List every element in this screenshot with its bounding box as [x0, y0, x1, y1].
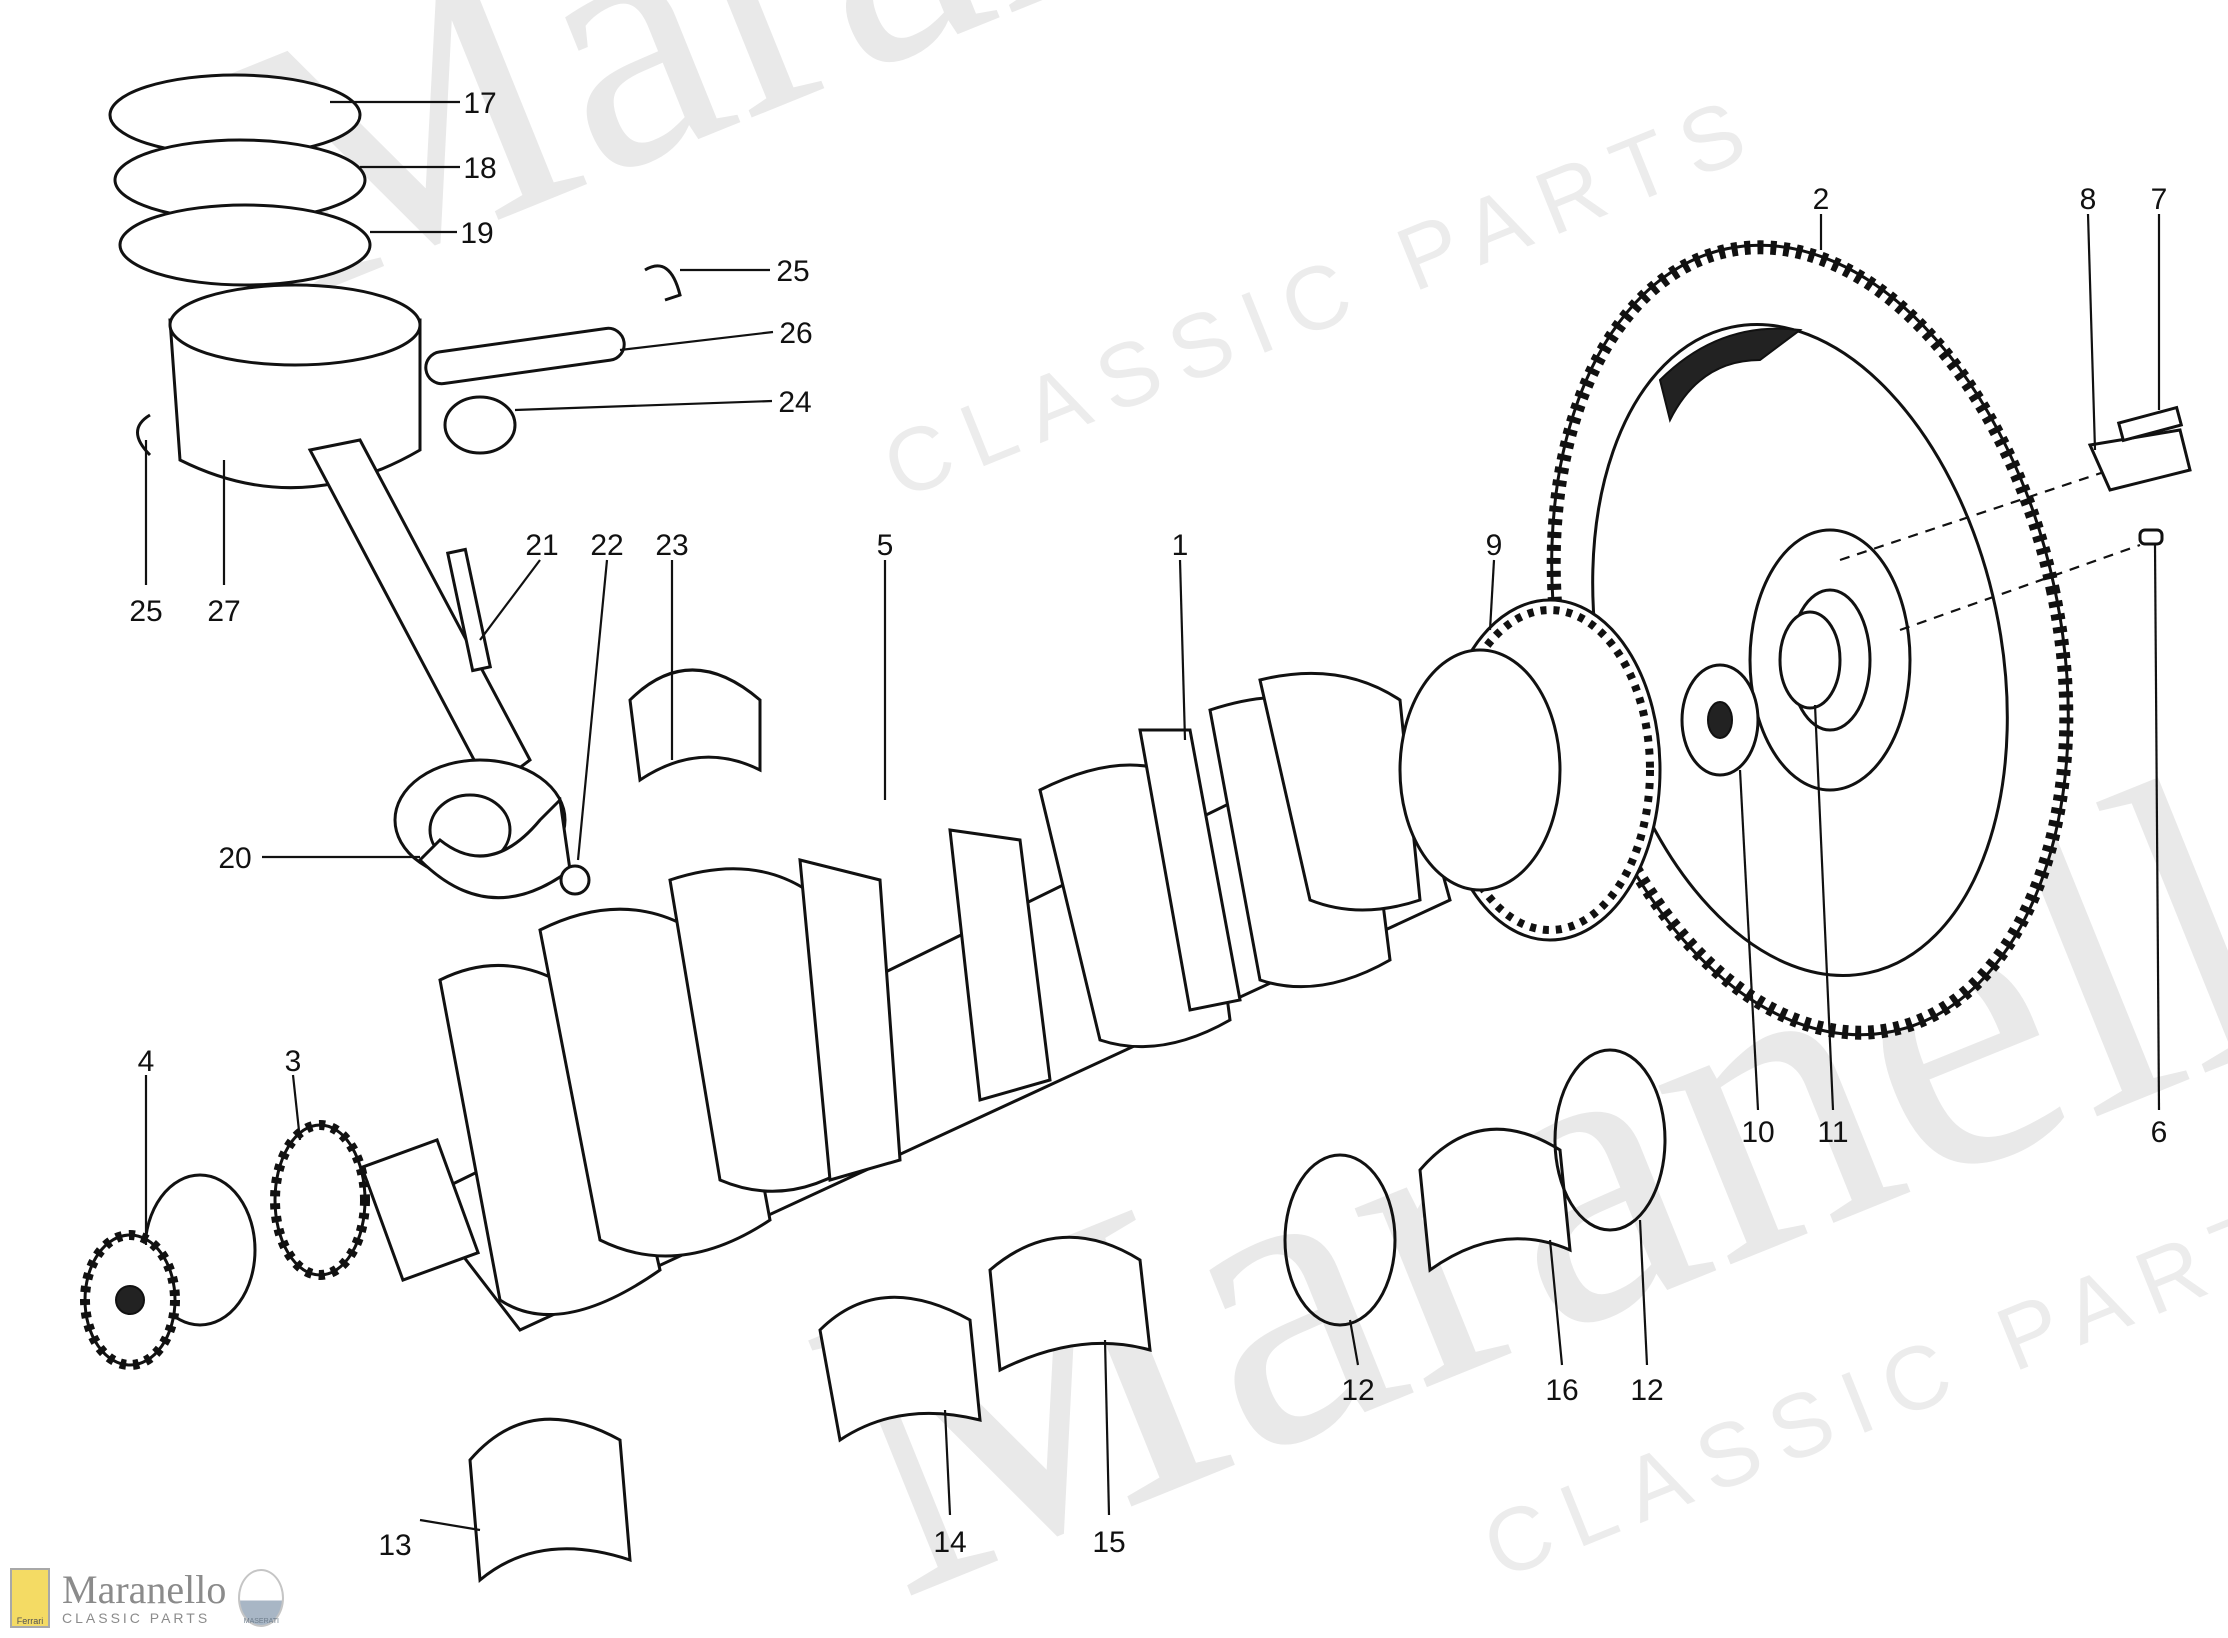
- callout-10: 10: [1741, 1116, 1774, 1149]
- piston-assembly: [108, 73, 682, 900]
- callout-1: 1: [1172, 529, 1189, 562]
- callout-9: 9: [1486, 529, 1503, 562]
- callout-17: 17: [463, 87, 496, 120]
- logo-subtitle: CLASSIC PARTS: [62, 1610, 211, 1626]
- callout-5: 5: [877, 529, 894, 562]
- bearing-shells: [468, 668, 1667, 1583]
- crankshaft: [359, 598, 1662, 1332]
- callout-8: 8: [2080, 183, 2097, 216]
- leader-lines: [144, 100, 2161, 1532]
- timing-gears: [80, 1120, 370, 1370]
- callout-26: 26: [779, 317, 812, 350]
- maranello-logo: Ferrari Maranello CLASSIC PARTS MASERATI: [10, 1567, 285, 1628]
- callout-6: 6: [2151, 1116, 2168, 1149]
- logo-title: Maranello: [62, 1567, 227, 1612]
- callout-labels: 17 18 19 25 26 24 25 27 21 22 23 5 1 9 2…: [129, 87, 2167, 1562]
- callout-23: 23: [655, 529, 688, 562]
- callout-2: 2: [1813, 183, 1830, 216]
- callout-14: 14: [933, 1526, 966, 1559]
- callout-25-top: 25: [776, 255, 809, 288]
- callout-22: 22: [590, 529, 623, 562]
- maserati-badge-icon: MASERATI: [238, 1569, 285, 1627]
- ferrari-badge-icon: Ferrari: [10, 1568, 50, 1628]
- callout-27: 27: [207, 595, 240, 628]
- circlip: [1778, 610, 1842, 710]
- callout-25-left: 25: [129, 595, 162, 628]
- callout-24: 24: [778, 386, 811, 419]
- callout-20: 20: [218, 842, 251, 875]
- callout-16: 16: [1545, 1374, 1578, 1407]
- callout-12-right: 12: [1630, 1374, 1663, 1407]
- callout-11: 11: [1817, 1116, 1848, 1149]
- bolt-and-plate: [2087, 405, 2192, 546]
- callout-18: 18: [463, 152, 496, 185]
- callout-19: 19: [460, 217, 493, 250]
- callout-15: 15: [1092, 1526, 1125, 1559]
- callout-12-left: 12: [1341, 1374, 1374, 1407]
- callout-7: 7: [2151, 183, 2168, 216]
- callout-3: 3: [285, 1045, 302, 1078]
- callout-4: 4: [138, 1045, 155, 1078]
- callout-21: 21: [525, 529, 558, 562]
- callout-13: 13: [378, 1529, 411, 1562]
